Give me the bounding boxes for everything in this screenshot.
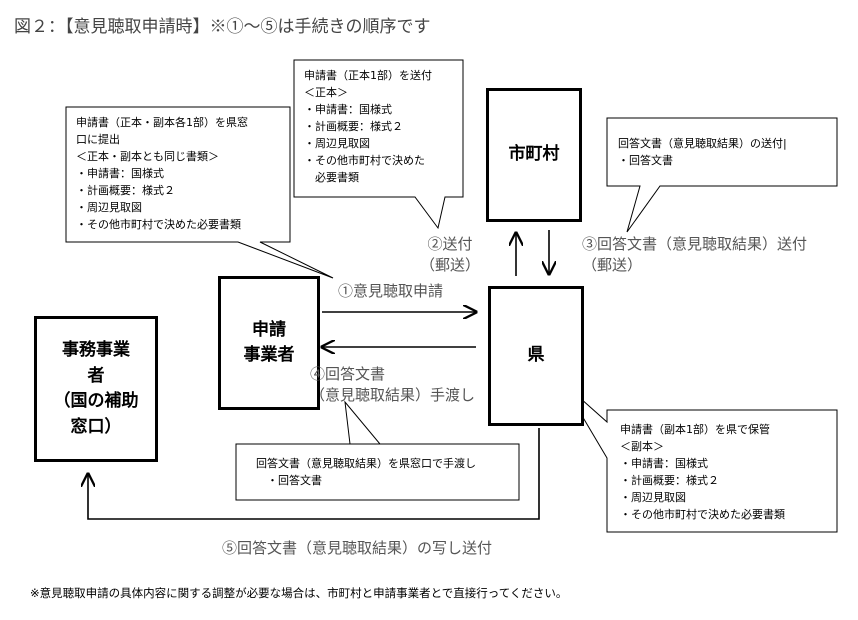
note-reply-send: 回答文書（意見聴取結果）の送付| ・回答文書 [618, 135, 787, 169]
label-step2-line2: （郵送） [420, 256, 481, 274]
note-line: ・回答文書 [618, 154, 673, 167]
note-line: ・申請書：国様式 [620, 457, 708, 470]
note-pref-keep: 申請書（副本1部）を県で保管 ＜副本＞ ・申請書：国様式 ・計画概要：様式２ ・… [620, 421, 785, 523]
node-municipality-label: 市町村 [508, 144, 560, 165]
note-line: 申請書（正本1部）を送付 [304, 69, 432, 82]
note-line: ＜副本＞ [620, 440, 664, 453]
note-line: ・申請書：国様式 [76, 167, 164, 180]
node-applicant-label: 申請 事業者 [243, 319, 295, 366]
note-line: ・周辺見取図 [620, 491, 686, 504]
note-line: ・その他市町村で決めた必要書類 [620, 508, 785, 521]
label-step4-line2: （意見聴取結果）手渡し [310, 386, 476, 404]
callout-pref-keep [561, 381, 838, 533]
node-prefecture-label: 県 [527, 345, 545, 366]
note-line: 回答文書（意見聴取結果）の送付| [618, 137, 787, 150]
label-step2: ②送付 （郵送） [420, 234, 480, 276]
footer-note: ※意見聴取申請の具体内容に関する調整が必要な場合は、市町村と申請事業者とで直接行… [30, 586, 568, 600]
note-line: ＜正本＞ [304, 86, 348, 99]
note-reply-handover: 回答文書（意見聴取結果）を県窓口で手渡し ・回答文書 [256, 455, 476, 489]
note-line: 申請書（副本1部）を県で保管 [620, 423, 770, 436]
label-step3: ③回答文書（意見聴取結果）送付 （郵送） [582, 234, 807, 276]
callout-send-original [293, 59, 464, 230]
note-line: 回答文書（意見聴取結果）を県窓口で手渡し [256, 457, 476, 470]
node-office: 事務事業 者 （国の補助 窓口） [34, 316, 158, 462]
label-step5: ⑤回答文書（意見聴取結果）の写し送付 [222, 539, 493, 557]
label-step1: ①意見聴取申請 [338, 282, 444, 300]
note-line: ・申請書：国様式 [304, 103, 392, 116]
note-applicant-submit: 申請書（正本・副本各1部）を県窓 口に提出 ＜正本・副本とも同じ書類＞ ・申請書… [76, 114, 248, 233]
note-line: ・回答文書 [256, 474, 322, 487]
note-line: ・計画概要：様式２ [304, 120, 403, 133]
label-step3-line1: ③回答文書（意見聴取結果）送付 [582, 235, 808, 253]
label-step3-line2: （郵送） [582, 256, 643, 274]
label-step4: ④回答文書 （意見聴取結果）手渡し [310, 364, 475, 406]
node-municipality: 市町村 [486, 88, 582, 222]
label-step4-line1: ④回答文書 [310, 365, 386, 383]
callout-reply-send [606, 117, 838, 233]
note-line: ・その他市町村で決めた [304, 154, 425, 167]
node-applicant: 申請 事業者 [218, 276, 320, 410]
node-prefecture: 県 [488, 286, 584, 426]
note-send-original: 申請書（正本1部）を送付 ＜正本＞ ・申請書：国様式 ・計画概要：様式２ ・周辺… [304, 67, 432, 186]
note-line: ・計画概要：様式２ [76, 184, 175, 197]
page-title: 図２：【意見聴取申請時】※①～⑤は手続きの順序です [14, 17, 431, 37]
note-line: 申請書（正本・副本各1部）を県窓 [76, 116, 248, 129]
arrow-step5 [88, 428, 540, 520]
node-office-label: 事務事業 者 （国の補助 窓口） [53, 340, 139, 437]
note-line: ・周辺見取図 [304, 137, 370, 150]
note-line: ・その他市町村で決めた必要書類 [76, 218, 241, 231]
note-line: ＜正本・副本とも同じ書類＞ [76, 150, 219, 163]
note-line: 必要書類 [304, 171, 359, 184]
note-line: 口に提出 [76, 133, 120, 146]
note-line: ・計画概要：様式２ [620, 474, 719, 487]
note-line: ・周辺見取図 [76, 201, 142, 214]
callout-reply-handover [235, 400, 520, 501]
callout-applicant-submit [65, 106, 334, 279]
label-step2-line1: ②送付 [427, 235, 473, 253]
